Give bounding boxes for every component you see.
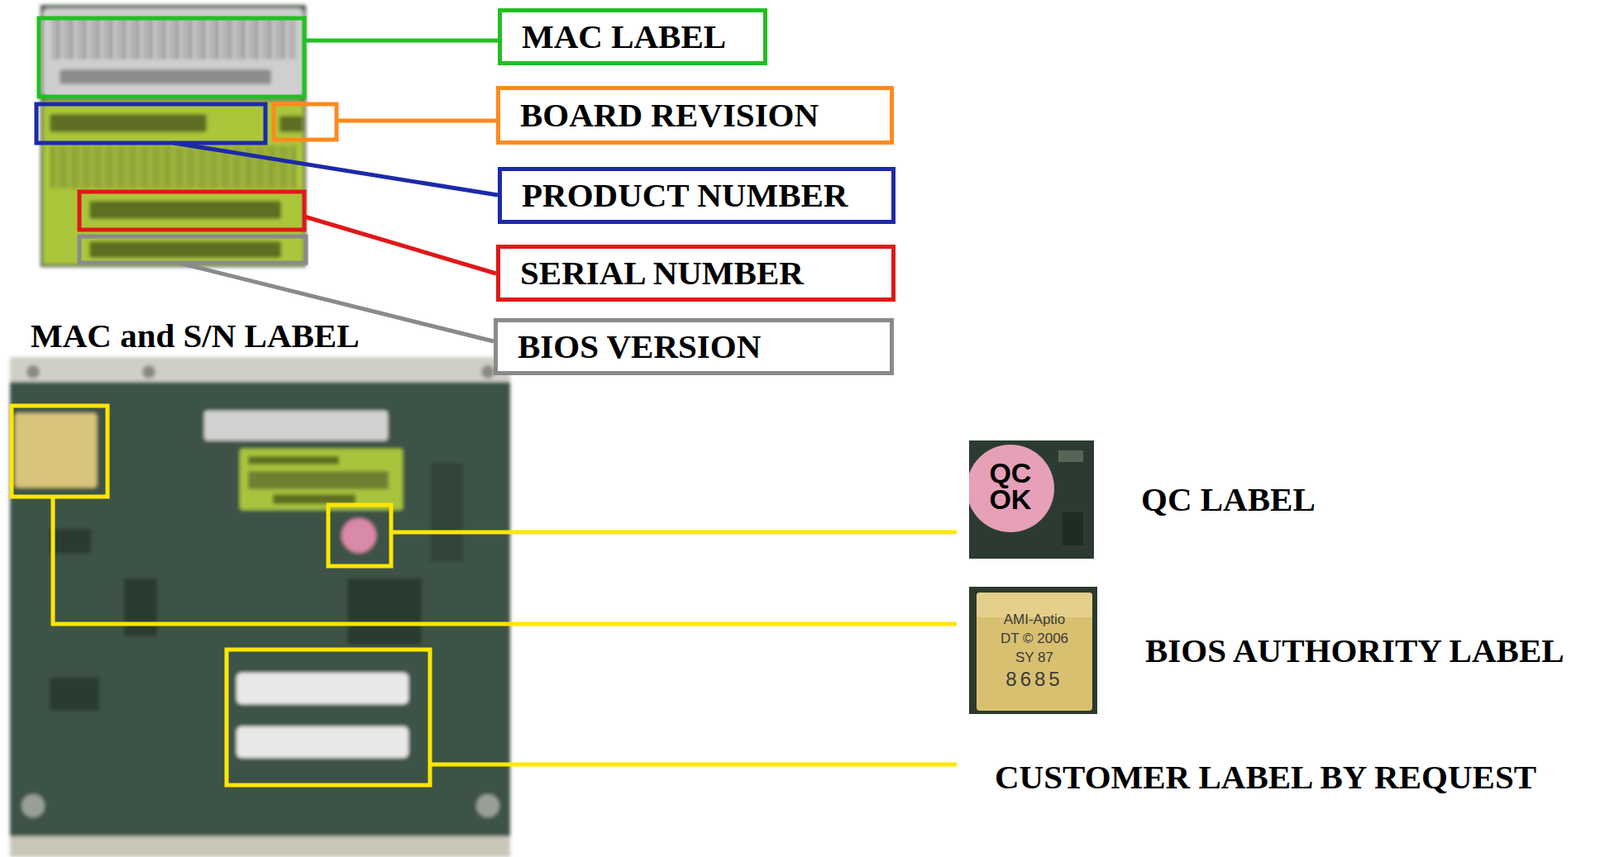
sticker-text: SY 87 bbox=[980, 649, 1089, 667]
leader-line bbox=[336, 119, 497, 124]
label-box: MAC LABEL bbox=[497, 8, 768, 66]
sticker-text: DT © 2006 bbox=[980, 630, 1089, 648]
label-box: SERIAL NUMBER bbox=[496, 244, 896, 302]
label-box: BOARD REVISION bbox=[496, 85, 894, 145]
callout-frame bbox=[11, 405, 108, 497]
leader-line bbox=[173, 143, 498, 196]
leader-line bbox=[391, 530, 957, 535]
box-label: BOARD REVISION bbox=[520, 95, 819, 135]
box-label: SERIAL NUMBER bbox=[520, 253, 804, 293]
part-name: BIOS AUTHORITY LABEL bbox=[1145, 631, 1565, 671]
sticker-text: 8685 bbox=[980, 668, 1089, 692]
product-frame bbox=[36, 104, 266, 144]
leader-line bbox=[304, 216, 497, 274]
qc-sticker-text: QC OK bbox=[986, 459, 1035, 514]
figure-caption: MAC and S/N LABEL bbox=[30, 316, 360, 356]
part-name-holder: BIOS AUTHORITY LABEL bbox=[1145, 631, 1565, 671]
leader-line bbox=[304, 38, 498, 43]
sticker-text: AMI-Aptio bbox=[980, 611, 1089, 629]
mac-frame bbox=[38, 18, 305, 97]
box-label: PRODUCT NUMBER bbox=[521, 176, 848, 215]
bios-photo bbox=[969, 587, 1098, 715]
qc-photo bbox=[969, 440, 1094, 559]
board-photo bbox=[9, 357, 511, 857]
callout-frame bbox=[226, 649, 430, 786]
leader-line bbox=[52, 496, 957, 625]
callout-frame bbox=[328, 505, 392, 567]
sticker-text-holder: 8685 bbox=[980, 668, 1089, 692]
label-box: PRODUCT NUMBER bbox=[497, 167, 896, 225]
figure-caption-holder: MAC and S/N LABEL bbox=[30, 316, 360, 356]
revision-frame bbox=[273, 104, 337, 140]
part-name-holder: CUSTOMER LABEL BY REQUEST bbox=[994, 758, 1537, 798]
sticker-text-holder: DT © 2006 bbox=[980, 630, 1089, 648]
sticker-text-holder: AMI-Aptio bbox=[980, 611, 1089, 629]
box-label: BIOS VERSION bbox=[517, 327, 761, 367]
part-name-holder: QC LABEL bbox=[1141, 480, 1316, 520]
qc-sticker-text-holder: QC OK bbox=[986, 459, 1035, 514]
label-box: BIOS VERSION bbox=[493, 318, 894, 376]
box-label: MAC LABEL bbox=[521, 17, 726, 57]
part-name: QC LABEL bbox=[1141, 480, 1316, 520]
leader-line bbox=[429, 763, 957, 768]
serial-frame bbox=[79, 191, 305, 230]
part-name: CUSTOMER LABEL BY REQUEST bbox=[994, 758, 1537, 798]
sticker-text-holder: SY 87 bbox=[980, 649, 1089, 667]
bios-frame bbox=[79, 236, 306, 263]
